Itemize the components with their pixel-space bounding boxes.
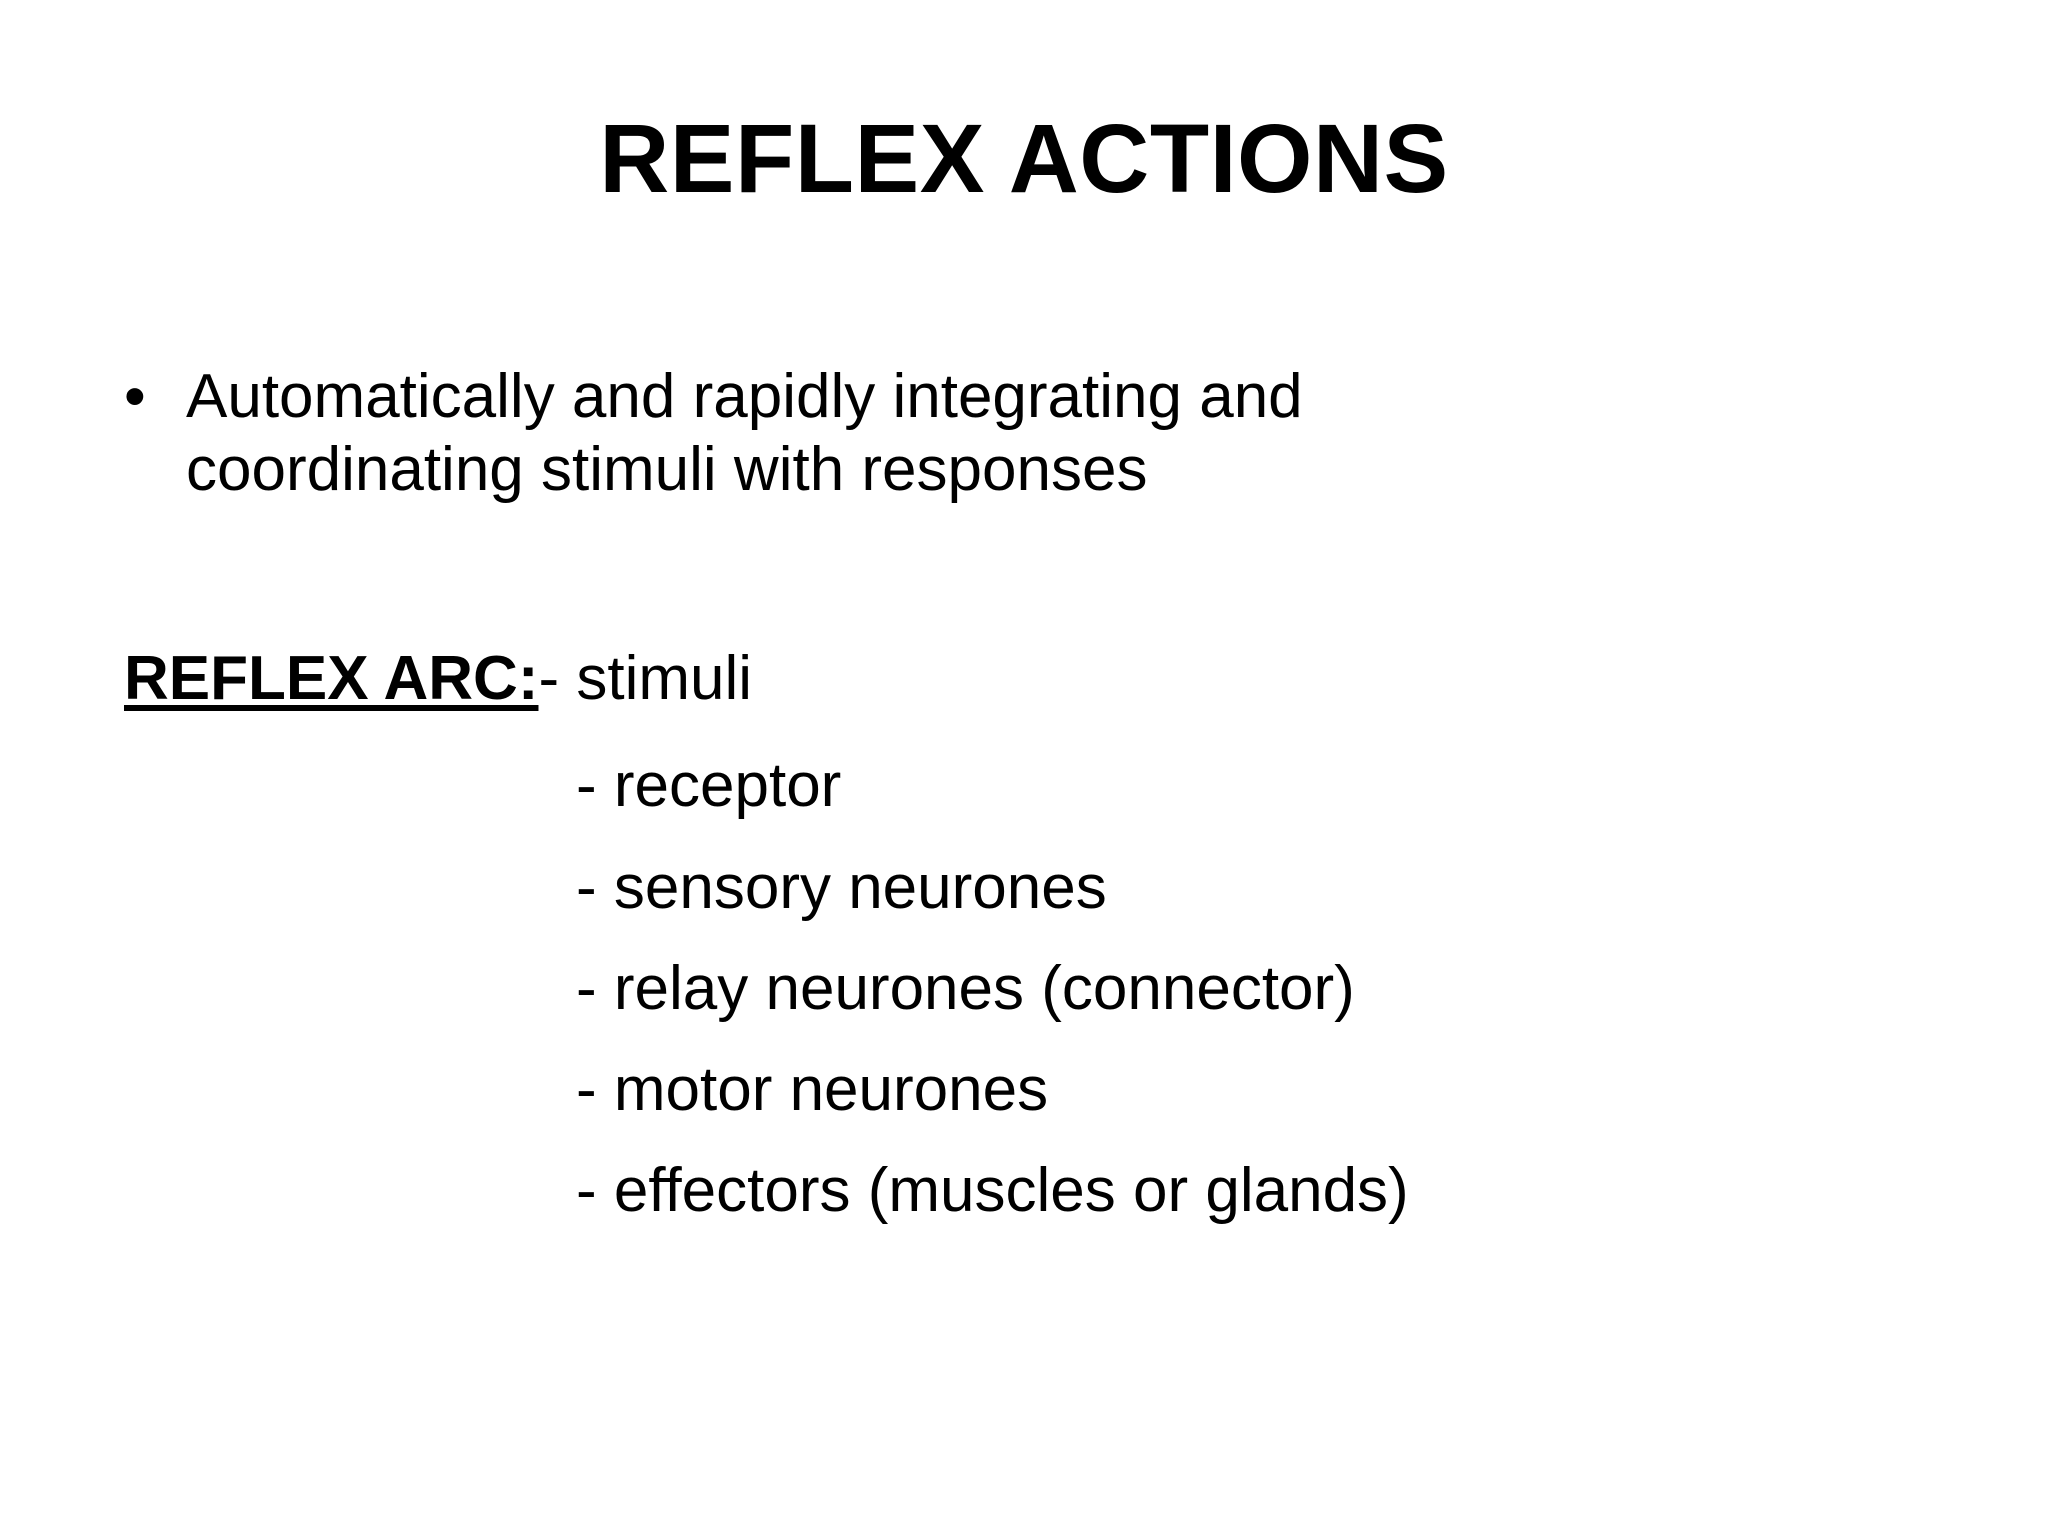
- reflex-arc-sub-list: - receptor - sensory neurones - relay ne…: [110, 749, 1940, 1227]
- bullet-item: • Automatically and rapidly integrating …: [110, 360, 1940, 506]
- reflex-arc-first-item: - stimuli: [538, 644, 753, 714]
- list-item: - sensory neurones: [576, 852, 1107, 922]
- page-title: REFLEX ACTIONS: [599, 104, 1449, 213]
- list-item: - effectors (muscles or glands): [576, 1156, 1409, 1226]
- reflex-arc-heading-row: REFLEX ARC:- stimuli: [110, 642, 1940, 715]
- list-item: - relay neurones (connector): [576, 953, 1355, 1023]
- bullet-text-block: Automatically and rapidly integrating an…: [186, 360, 1666, 506]
- bullet-line-2: coordinating stimuli with responses: [186, 435, 1148, 505]
- bullet-point-icon: •: [124, 362, 146, 431]
- list-item: - motor neurones: [576, 1054, 1049, 1124]
- list-item: - receptor: [576, 751, 842, 821]
- slide-body: • Automatically and rapidly integrating …: [110, 360, 1940, 1227]
- blank-line-spacer: [110, 506, 1940, 642]
- bullet-line-1: Automatically and rapidly integrating an…: [186, 362, 1303, 431]
- reflex-arc-label: REFLEX ARC:: [124, 644, 539, 714]
